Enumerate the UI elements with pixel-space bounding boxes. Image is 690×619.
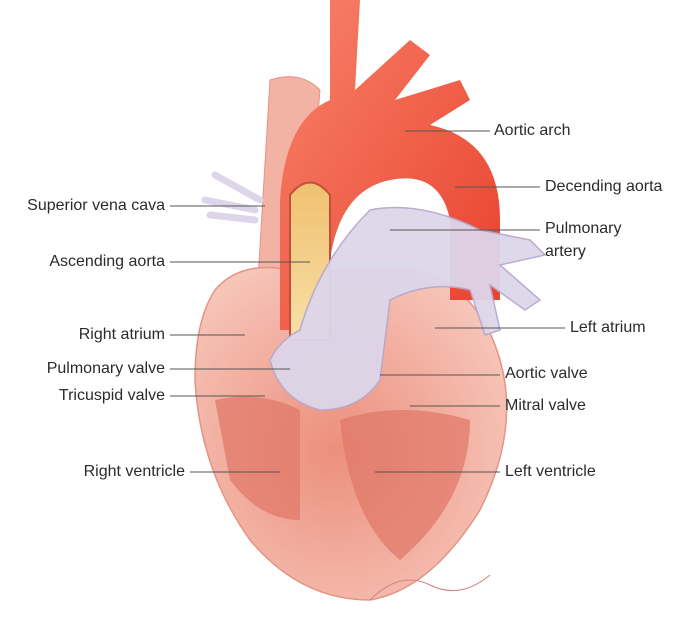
- artist-signature: [369, 574, 491, 601]
- label-pulmonary-artery-line2: artery: [545, 243, 586, 260]
- label-ascending-aorta: Ascending aorta: [49, 253, 165, 270]
- pulmonary-artery-shape: [269, 206, 547, 411]
- label-aortic-arch: Aortic arch: [494, 122, 571, 139]
- label-pulmonary-valve: Pulmonary valve: [46, 360, 165, 377]
- label-tricuspid-valve: Tricuspid valve: [58, 387, 165, 404]
- aorta-shape: [280, 0, 500, 330]
- label-superior-vena-cava: Superior vena cava: [27, 197, 165, 214]
- vessel-branches: [201, 171, 264, 224]
- label-mitral-valve: Mitral valve: [505, 397, 586, 414]
- label-decending-aorta: Decending aorta: [545, 178, 663, 195]
- label-left-ventricle: Left ventricle: [505, 463, 596, 480]
- label-right-ventricle: Right ventricle: [83, 463, 185, 480]
- left-ventricle-shape: [340, 410, 470, 560]
- label-right-atrium: Right atrium: [78, 326, 165, 343]
- label-left-atrium: Left atrium: [570, 319, 646, 336]
- right-ventricle-shape: [215, 396, 300, 520]
- leader-lines: [170, 130, 565, 473]
- label-aortic-valve: Aortic valve: [505, 365, 588, 382]
- label-pulmonary-artery-line1: Pulmonary: [545, 220, 622, 237]
